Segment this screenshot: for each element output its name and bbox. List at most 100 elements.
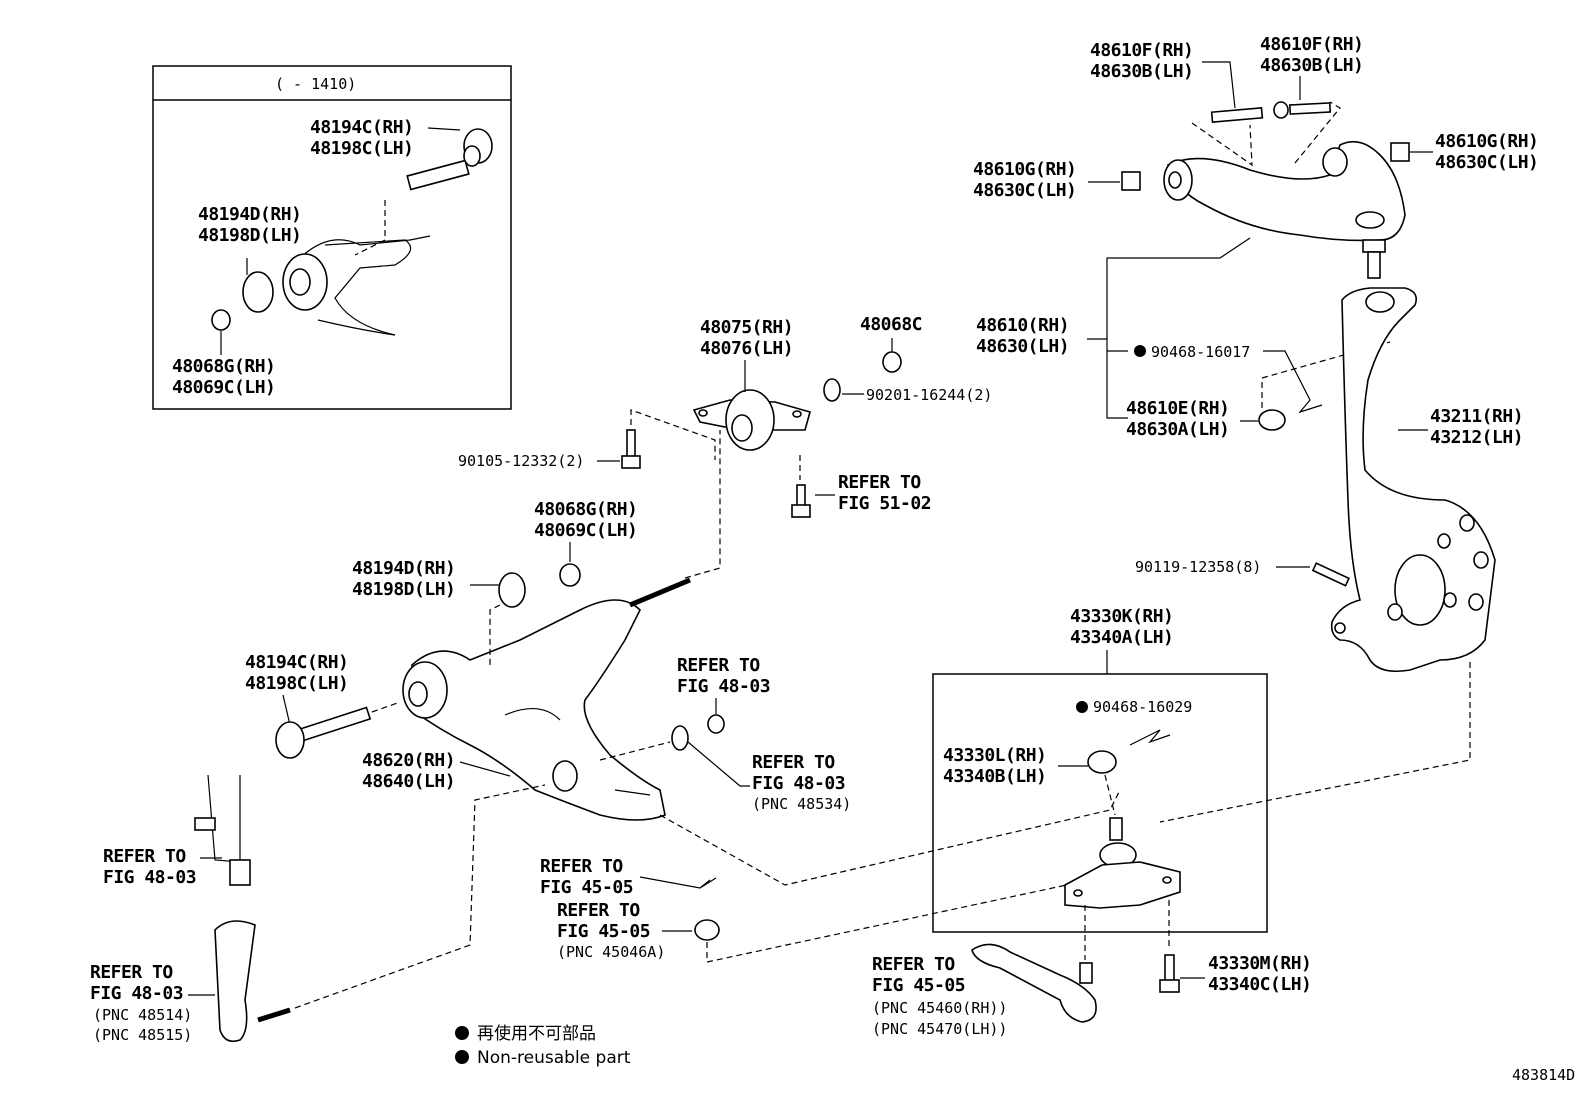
label-90468-16017: 90468-16017 — [1151, 343, 1250, 361]
inset-cam-washer — [242, 271, 274, 313]
label-48069C: 48069C(LH) — [534, 520, 637, 541]
label-48620: 48620(RH) — [362, 750, 455, 771]
label-48194D-inset: 48194D(RH) — [198, 204, 301, 225]
bushing-48610G-a — [1121, 171, 1141, 191]
inset-box: ( - 1410) 48194C(RH) 48198C(LH) 48194D(R… — [152, 65, 512, 410]
ref-fig-48-03-d-line2: FIG 48-03 — [90, 983, 183, 1004]
legend: 再使用不可部品 Non-reusable part — [455, 1023, 631, 1068]
ref-fig-48-03-c-line2: FIG 48-03 — [103, 867, 196, 888]
inset-arm — [282, 235, 431, 336]
label-48630C-a: 48630C(LH) — [973, 180, 1076, 201]
label-43330M: 43330M(RH) — [1208, 953, 1311, 974]
label-48630: 48630(LH) — [976, 336, 1069, 357]
nut-48068C — [882, 351, 902, 373]
ref-fig-45-05-b-line1: REFER TO — [557, 900, 640, 921]
ref-fig-45-05-a-line2: FIG 45-05 — [540, 877, 633, 898]
label-90468-16029: 90468-16029 — [1093, 698, 1192, 716]
ref-fig-48-03-d-line1: REFER TO — [90, 962, 173, 983]
ref-fig-48-03-a-line1: REFER TO — [677, 655, 760, 676]
label-48630B-b: 48630B(LH) — [1260, 55, 1363, 76]
shock-absorber — [194, 774, 251, 886]
ref-fig-51-02-line1: REFER TO — [838, 472, 921, 493]
ref-fig-45-05-b-line2: FIG 45-05 — [557, 921, 650, 942]
bolt-90105 — [621, 429, 641, 469]
non-reusable-marker-2 — [1076, 701, 1088, 713]
nut-48068G — [559, 563, 581, 587]
label-48198C: 48198C(LH) — [245, 673, 348, 694]
label-48194C-inset: 48194C(RH) — [310, 117, 413, 138]
label-48068C: 48068C — [860, 314, 922, 335]
ref-fig-45-05-c-line2: FIG 45-05 — [872, 975, 965, 996]
label-48640: 48640(LH) — [362, 771, 455, 792]
label-48610: 48610(RH) — [976, 315, 1069, 336]
ref-fig-45-05-c-line3: (PNC 45460(RH)) — [872, 999, 1007, 1017]
label-48610F-b: 48610F(RH) — [1260, 34, 1363, 55]
bolt-43330M — [1159, 954, 1180, 993]
label-90201: 90201-16244(2) — [866, 386, 992, 404]
label-48610E: 48610E(RH) — [1126, 398, 1229, 419]
ref-fig-48-03-b-line3: (PNC 48534) — [752, 795, 851, 813]
label-48068G: 48068G(RH) — [534, 499, 637, 520]
label-48630A: 48630A(LH) — [1126, 419, 1229, 440]
label-48076: 48076(LH) — [700, 338, 793, 359]
bushing-48610G-b — [1390, 142, 1410, 162]
non-reusable-marker-1 — [1134, 345, 1146, 357]
legend-text-en: Non-reusable part — [477, 1048, 631, 1068]
castle-nut-48610E — [1258, 409, 1286, 431]
bolt-fig-51-02 — [791, 484, 811, 518]
label-48610F-a: 48610F(RH) — [1090, 40, 1193, 61]
ref-fig-45-05-c-line4: (PNC 45470(LH)) — [872, 1020, 1007, 1038]
label-90105: 90105-12332(2) — [458, 452, 584, 470]
bushing-bracket — [692, 389, 811, 451]
label-43211: 43211(RH) — [1430, 406, 1523, 427]
label-43212: 43212(LH) — [1430, 427, 1523, 448]
ref-fig-48-03-b-line1: REFER TO — [752, 752, 835, 773]
label-48198D-inset: 48198D(LH) — [198, 225, 301, 246]
label-43340B: 43340B(LH) — [943, 766, 1046, 787]
label-43340A: 43340A(LH) — [1070, 627, 1173, 648]
upper-arm-nut-bolt — [1273, 101, 1332, 119]
legend-bullet-en — [455, 1050, 469, 1064]
ref-fig-48-03-c-line1: REFER TO — [103, 846, 186, 867]
label-48194C: 48194C(RH) — [245, 652, 348, 673]
label-43330K: 43330K(RH) — [1070, 606, 1173, 627]
label-48198D: 48198D(LH) — [352, 579, 455, 600]
label-48610G-a: 48610G(RH) — [973, 159, 1076, 180]
upper-control-arm — [1163, 140, 1406, 279]
ref-fig-48-03-d-line4: (PNC 48515) — [93, 1026, 192, 1044]
label-90119: 90119-12358(8) — [1135, 558, 1261, 576]
label-48630C-b: 48630C(LH) — [1435, 152, 1538, 173]
nut-fig-48-03 — [707, 714, 725, 734]
label-48194D: 48194D(RH) — [352, 558, 455, 579]
inset-cam-bolt — [406, 128, 493, 191]
label-43330L: 43330L(RH) — [943, 745, 1046, 766]
cam-washer — [498, 572, 526, 608]
castle-nut-43330L — [1087, 750, 1117, 774]
nut-fig-45-05 — [694, 919, 720, 941]
ref-fig-48-03-a-line2: FIG 48-03 — [677, 676, 770, 697]
label-43340C: 43340C(LH) — [1208, 974, 1311, 995]
ref-fig-45-05-a-line1: REFER TO — [540, 856, 623, 877]
washer-90201 — [823, 378, 841, 402]
washer-fig-48-03 — [671, 725, 689, 751]
bolt-90119 — [1311, 562, 1350, 587]
tie-rod-end — [971, 943, 1097, 1023]
ball-joint-box — [932, 673, 1268, 933]
inset-nut — [211, 309, 231, 331]
label-48069C-inset: 48069C(LH) — [172, 377, 275, 398]
ball-joint — [1064, 817, 1181, 909]
stabilizer-link — [214, 920, 291, 1043]
cam-bolt — [275, 706, 372, 759]
label-48610G-b: 48610G(RH) — [1435, 131, 1538, 152]
label-48068G-inset: 48068G(RH) — [172, 356, 275, 377]
legend-bullet-jp — [455, 1026, 469, 1040]
figure-id: 483814D — [1512, 1066, 1575, 1084]
lower-control-arm — [402, 577, 691, 821]
ref-fig-48-03-b-line2: FIG 48-03 — [752, 773, 845, 794]
ref-fig-45-05-b-line3: (PNC 45046A) — [557, 943, 665, 961]
label-48198C-inset: 48198C(LH) — [310, 138, 413, 159]
inset-title: ( - 1410) — [275, 75, 356, 93]
upper-arm-bolt — [1210, 106, 1264, 124]
ref-fig-48-03-d-line3: (PNC 48514) — [93, 1006, 192, 1024]
